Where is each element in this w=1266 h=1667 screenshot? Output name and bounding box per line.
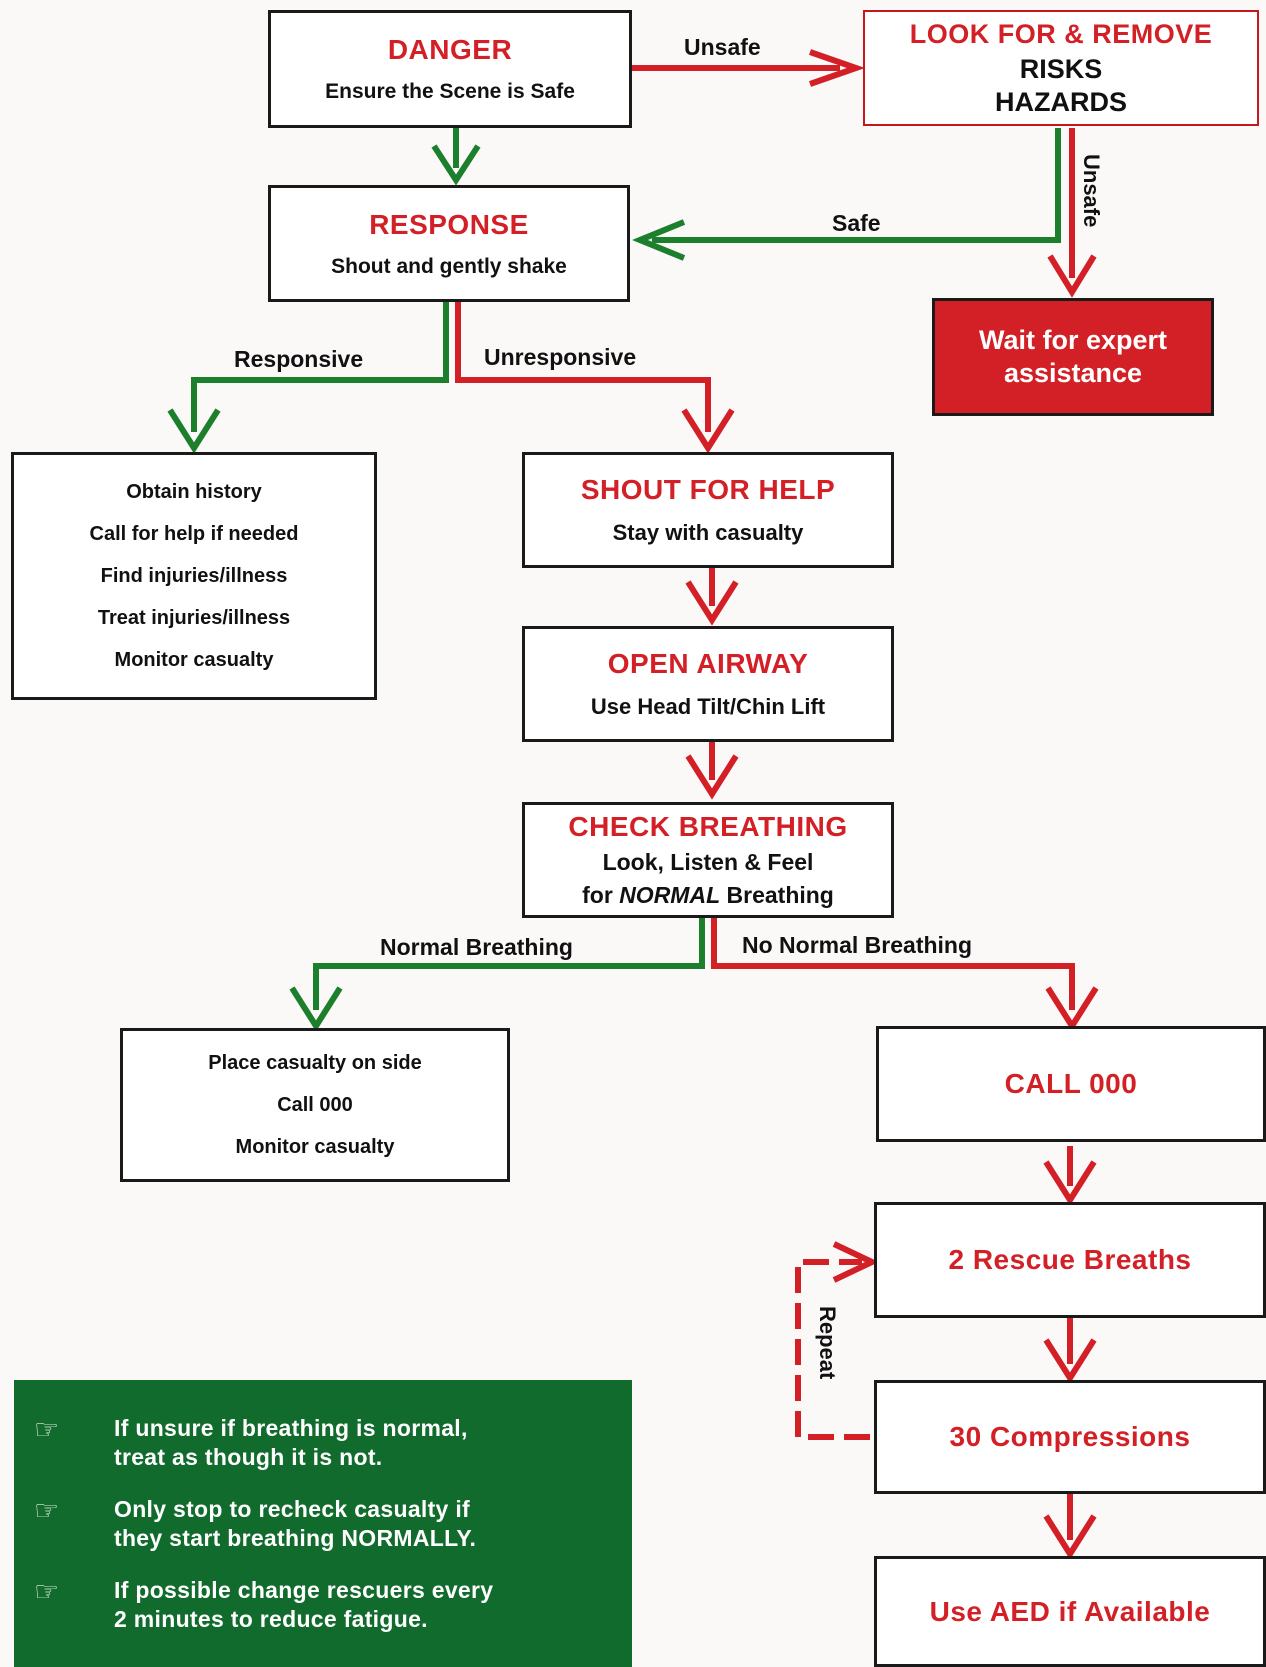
look-for-remove-box: LOOK FOR & REMOVE RISKS HAZARDS — [863, 10, 1259, 126]
label-no-normal-breathing: No Normal Breathing — [742, 932, 973, 958]
tip-item: ☞ Only stop to recheck casualty if they … — [34, 1495, 612, 1554]
tip-line: treat as though it is not. — [114, 1444, 383, 1471]
normal-breathing-actions-box: Place casualty on side Call 000 Monitor … — [120, 1028, 510, 1182]
danger-box: DANGER Ensure the Scene is Safe — [268, 10, 632, 128]
wait-for-expert-box: Wait for expert assistance — [932, 298, 1214, 416]
call-000-box: CALL 000 — [876, 1026, 1266, 1142]
pointing-hand-icon: ☞ — [34, 1575, 60, 1607]
look-line2: RISKS — [1019, 53, 1103, 84]
tip-line: 2 minutes to reduce fatigue. — [114, 1606, 428, 1633]
normal-item: Call 000 — [277, 1094, 353, 1116]
arrow-unresponsive — [455, 302, 711, 432]
danger-title: DANGER — [387, 34, 513, 65]
label-unresponsive: Unresponsive — [484, 344, 637, 370]
airway-title: OPEN AIRWAY — [607, 648, 809, 679]
tips-panel: ☞ If unsure if breathing is normal, trea… — [14, 1380, 632, 1667]
wait-line2: assistance — [1003, 358, 1143, 388]
tip-item: ☞ If unsure if breathing is normal, trea… — [34, 1414, 612, 1473]
wait-line1: Wait for expert — [978, 325, 1168, 356]
normal-item: Monitor casualty — [235, 1136, 395, 1158]
look-line1: LOOK FOR & REMOVE — [909, 18, 1213, 49]
label-repeat: Repeat — [815, 1306, 840, 1380]
arrow-no-normal-breathing — [711, 918, 1075, 1010]
look-line3: HAZARDS — [995, 86, 1127, 117]
breathing-title: CHECK BREATHING — [568, 811, 848, 842]
label-safe: Safe — [832, 210, 881, 236]
tip-line: they start breathing NORMALLY. — [114, 1525, 477, 1552]
pointing-hand-icon: ☞ — [34, 1494, 60, 1526]
compressions-title: 30 Compressions — [949, 1421, 1191, 1452]
breathing-line1: Look, Listen & Feel — [602, 849, 814, 875]
normal-item: Place casualty on side — [208, 1052, 422, 1074]
aed-title: Use AED if Available — [929, 1595, 1211, 1627]
use-aed-box: Use AED if Available — [874, 1556, 1266, 1667]
rescue-title: 2 Rescue Breaths — [948, 1244, 1192, 1275]
danger-subtitle: Ensure the Scene is Safe — [325, 80, 575, 103]
pointing-hand-icon: ☞ — [34, 1414, 60, 1445]
breathing-line2: for NORMAL Breathing — [582, 882, 834, 908]
call-title: CALL 000 — [1004, 1068, 1138, 1099]
shout-subtitle: Stay with casualty — [612, 520, 804, 545]
arrow-repeat-loop — [795, 1259, 870, 1440]
shout-for-help-box: SHOUT FOR HELP Stay with casualty — [522, 452, 894, 568]
label-normal-breathing: Normal Breathing — [380, 934, 573, 960]
response-title: RESPONSE — [369, 208, 529, 240]
responsive-actions-box: Obtain history Call for help if needed F… — [11, 452, 377, 700]
arrow-normal-breathing — [313, 918, 705, 1010]
shout-title: SHOUT FOR HELP — [580, 474, 836, 505]
airway-subtitle: Use Head Tilt/Chin Lift — [590, 694, 826, 719]
arrow-responsive — [191, 302, 449, 432]
tip-line: If possible change rescuers every — [114, 1576, 494, 1603]
label-responsive: Responsive — [234, 346, 364, 372]
label-unsafe: Unsafe — [684, 34, 761, 60]
rescue-breaths-box: 2 Rescue Breaths — [874, 1202, 1266, 1318]
tip-line: If unsure if breathing is normal, — [114, 1415, 468, 1441]
responsive-item: Treat injuries/illness — [97, 607, 291, 629]
label-unsafe-vertical: Unsafe — [1079, 154, 1104, 228]
compressions-box: 30 Compressions — [874, 1380, 1266, 1494]
response-box: RESPONSE Shout and gently shake — [268, 185, 630, 302]
responsive-item: Find injuries/illness — [100, 565, 288, 587]
arrow-safe-to-response — [652, 128, 1061, 243]
responsive-item: Obtain history — [126, 481, 262, 503]
check-breathing-box: CHECK BREATHING Look, Listen & Feel for … — [522, 802, 894, 918]
open-airway-box: OPEN AIRWAY Use Head Tilt/Chin Lift — [522, 626, 894, 742]
responsive-item: Monitor casualty — [114, 649, 274, 671]
tip-item: ☞ If possible change rescuers every 2 mi… — [34, 1576, 612, 1635]
response-subtitle: Shout and gently shake — [331, 254, 567, 278]
responsive-item: Call for help if needed — [89, 523, 299, 545]
tip-line: Only stop to recheck casualty if — [114, 1495, 470, 1522]
